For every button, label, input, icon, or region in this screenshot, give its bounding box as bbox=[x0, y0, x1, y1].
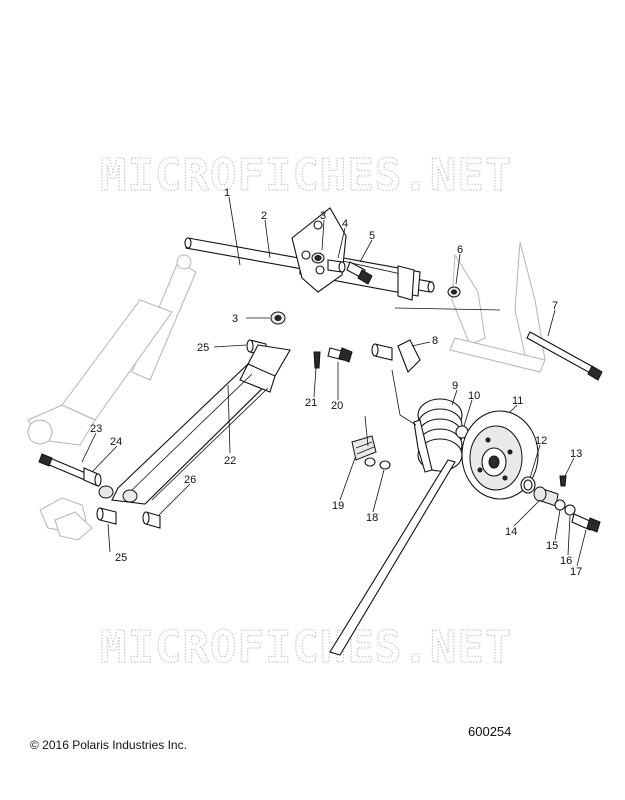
part-24-spacer bbox=[83, 467, 102, 487]
part-22-torque-arm bbox=[111, 344, 291, 505]
part-8-spacer bbox=[371, 343, 393, 361]
part-7-long-bolt bbox=[526, 331, 603, 381]
figure-number: 600254 bbox=[468, 724, 512, 739]
part-26-bushing bbox=[142, 511, 161, 529]
callout-18: 18 bbox=[366, 512, 378, 524]
callout-19: 19 bbox=[332, 500, 344, 512]
callout-3-lower: 3 bbox=[232, 313, 238, 325]
shaft-end-bracket bbox=[397, 265, 421, 373]
part-16-washer bbox=[564, 504, 576, 516]
callout-9: 9 bbox=[452, 380, 458, 392]
part-15-washer bbox=[554, 499, 566, 511]
callout-10: 10 bbox=[468, 390, 480, 402]
callout-7: 7 bbox=[552, 300, 558, 312]
part-3-bushing-lower bbox=[270, 311, 286, 325]
part-3-bushing-top bbox=[311, 252, 325, 264]
callout-1: 1 bbox=[224, 187, 230, 199]
callout-25-bottom: 25 bbox=[115, 552, 127, 564]
callout-13: 13 bbox=[570, 448, 582, 460]
part-25-bushing-bottom bbox=[96, 507, 117, 525]
callout-20: 20 bbox=[331, 400, 343, 412]
part-11-wheel bbox=[461, 410, 539, 500]
part-23-bolt bbox=[38, 453, 89, 481]
callout-23: 23 bbox=[90, 423, 102, 435]
callout-11: 11 bbox=[512, 395, 523, 407]
part-20-bolt bbox=[327, 347, 353, 363]
callout-26: 26 bbox=[184, 474, 196, 486]
leader-lines bbox=[81, 196, 587, 567]
callout-3-top: 3 bbox=[320, 210, 326, 222]
part-5-bolt bbox=[346, 261, 373, 285]
callout-2: 2 bbox=[261, 210, 267, 222]
part-19-clip bbox=[351, 435, 377, 467]
part-17-bolt bbox=[571, 513, 601, 533]
callout-5: 5 bbox=[369, 230, 375, 242]
ghost-shock-absorber bbox=[27, 254, 197, 446]
callout-16: 16 bbox=[560, 555, 572, 567]
callout-22: 22 bbox=[224, 455, 236, 467]
callout-14: 14 bbox=[505, 526, 517, 538]
ghost-bracket bbox=[449, 241, 546, 373]
callout-17: 17 bbox=[570, 566, 582, 578]
part-21-grease-fitting bbox=[313, 351, 321, 369]
part-6-nut bbox=[447, 286, 461, 298]
part-14-spacer bbox=[533, 486, 559, 507]
callouts: 1 2 3 3 4 5 6 7 8 9 10 11 12 13 14 15 16… bbox=[90, 187, 582, 578]
part-18-ring bbox=[379, 460, 391, 470]
callout-25-top: 25 bbox=[197, 342, 209, 354]
callout-15: 15 bbox=[546, 540, 558, 552]
callout-21: 21 bbox=[305, 397, 317, 409]
part-4-spacer bbox=[327, 259, 346, 273]
callout-6: 6 bbox=[457, 244, 463, 256]
part-9-spring bbox=[329, 398, 463, 656]
ghost-rear-hardware bbox=[39, 497, 93, 541]
part-arm-end-bushings bbox=[98, 485, 138, 503]
watermark-bottom: MICROFICHES.NET bbox=[100, 622, 512, 673]
callout-4: 4 bbox=[342, 218, 348, 230]
part-13-pin bbox=[559, 475, 567, 487]
callout-8: 8 bbox=[432, 335, 438, 347]
callout-12: 12 bbox=[535, 435, 547, 447]
callout-24: 24 bbox=[110, 436, 122, 448]
watermark-top: MICROFICHES.NET bbox=[100, 150, 512, 201]
part-12-ring bbox=[520, 476, 536, 494]
copyright-notice: © 2016 Polaris Industries Inc. bbox=[30, 738, 187, 752]
